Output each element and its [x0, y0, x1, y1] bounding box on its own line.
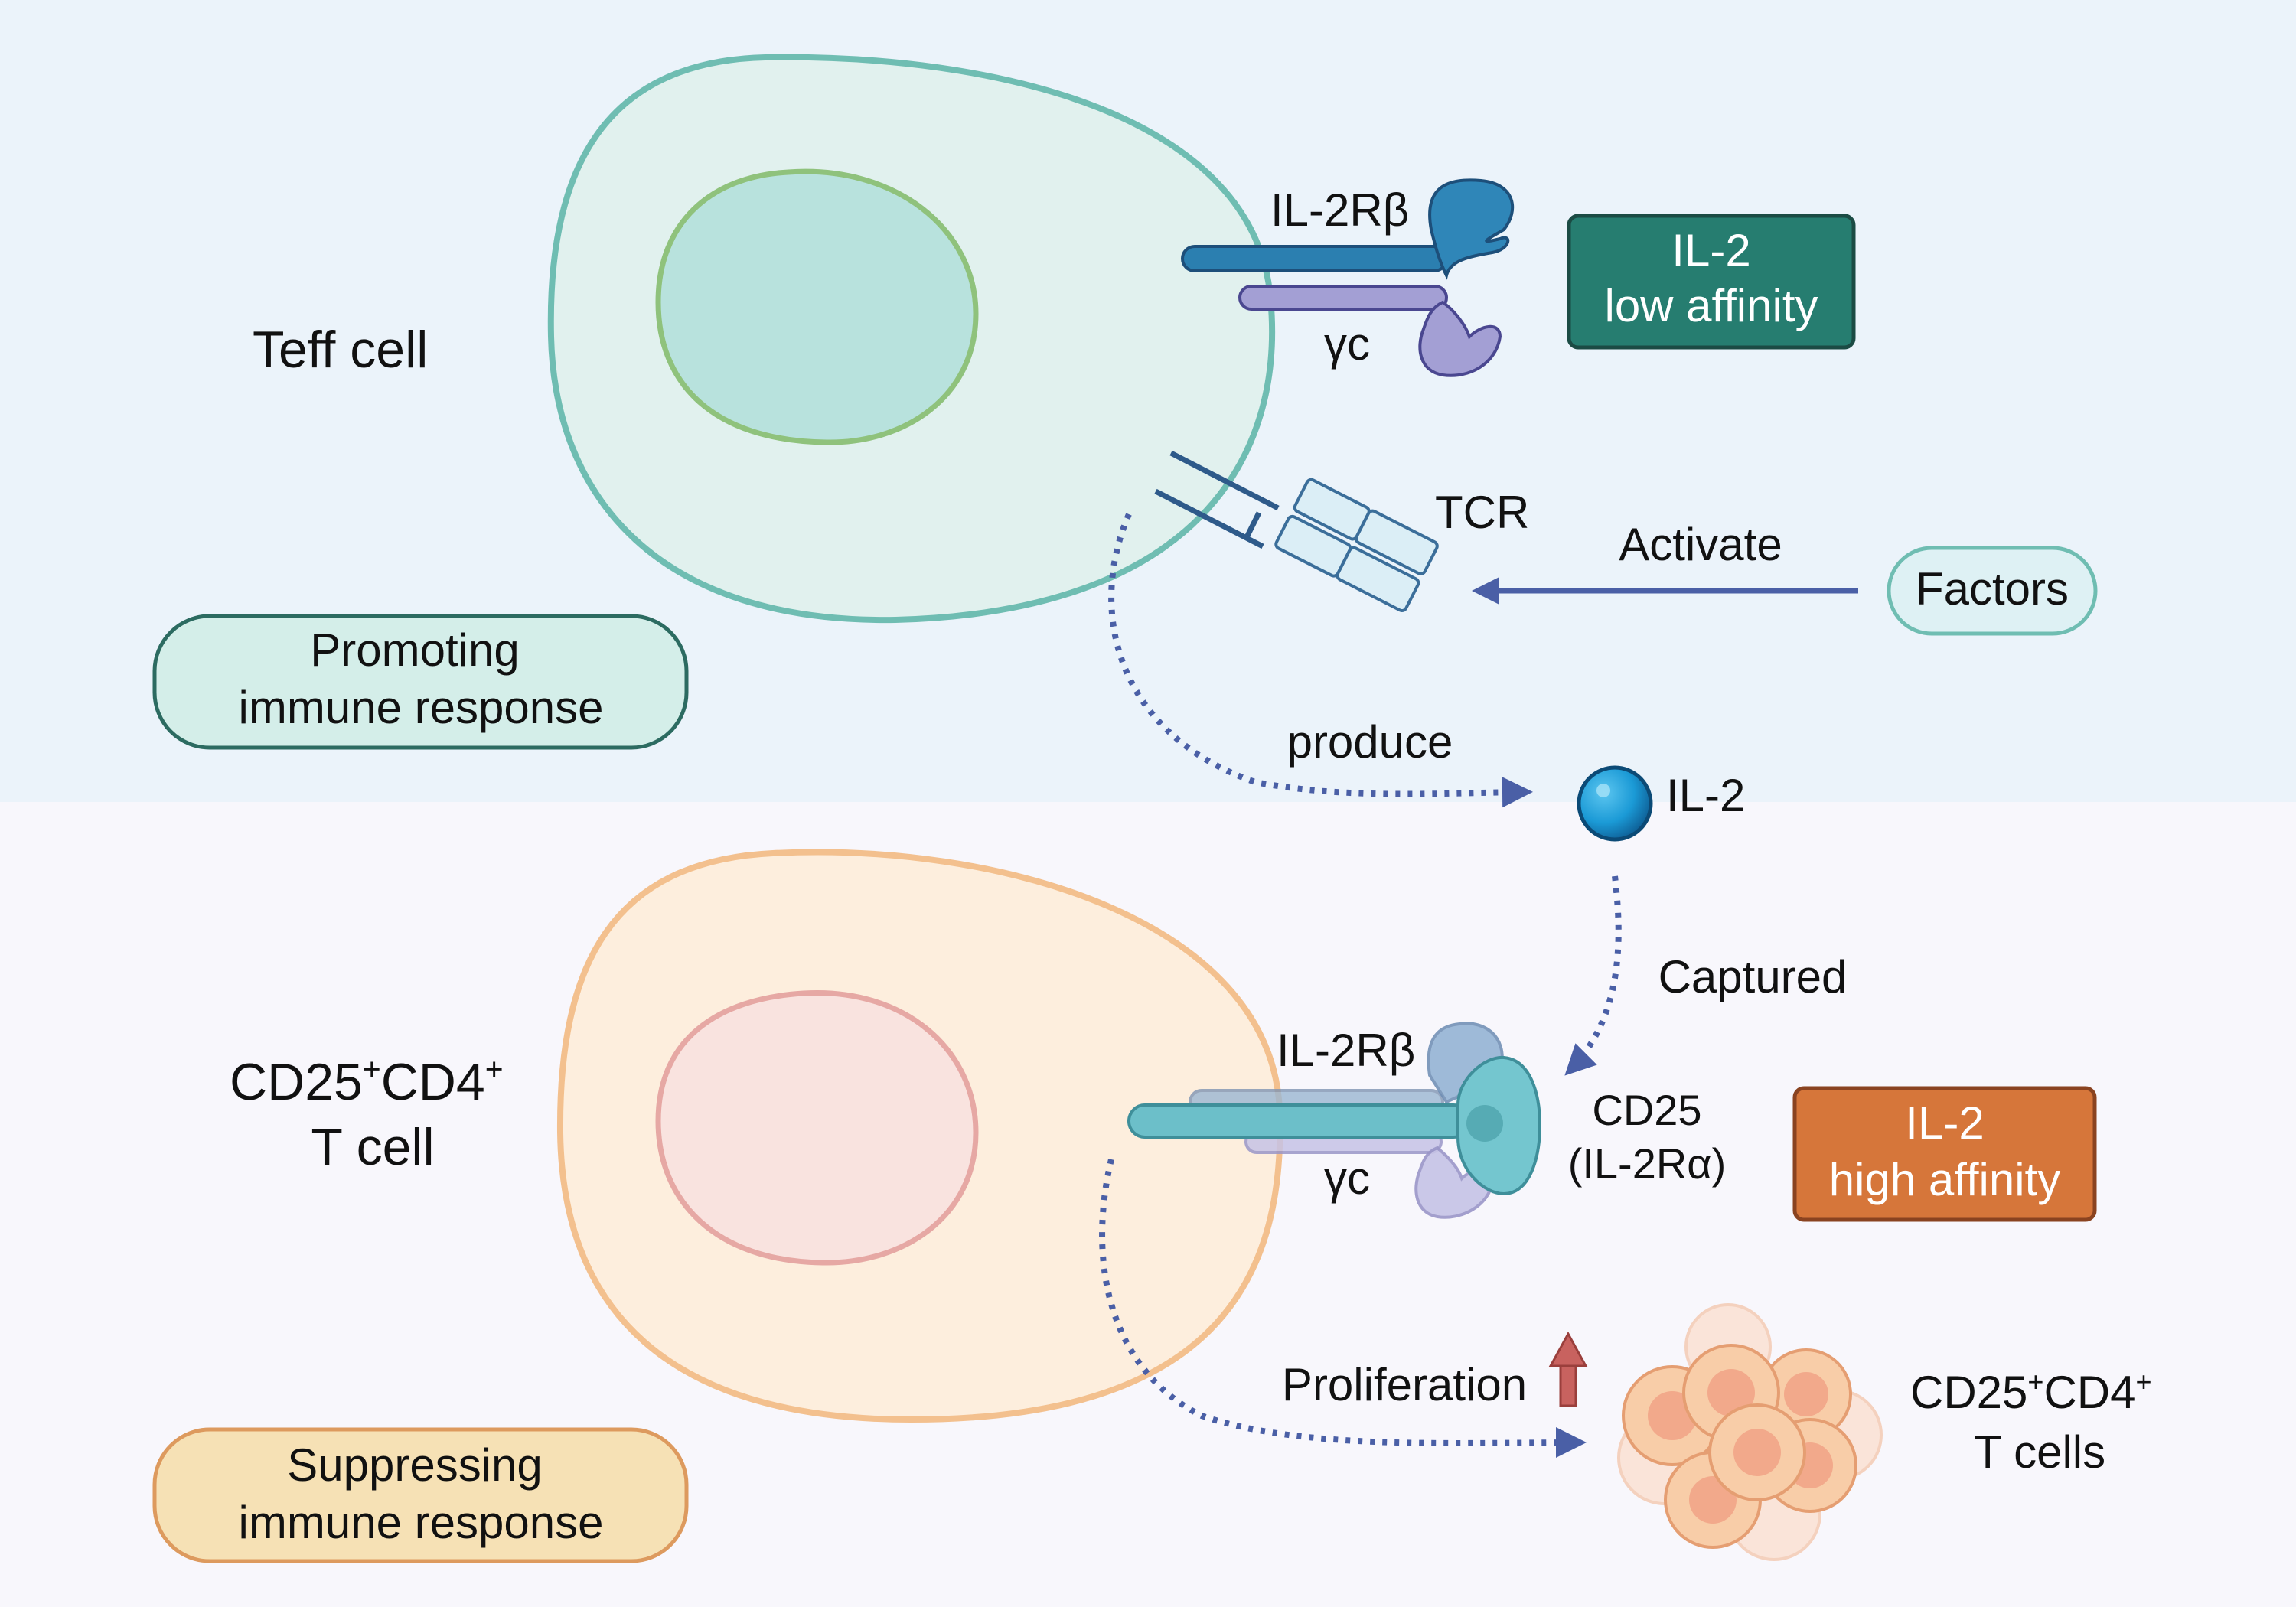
high-affinity-line1: IL-2: [1905, 1097, 1984, 1149]
promoting-line2: immune response: [239, 682, 604, 733]
treg-cell: [556, 849, 1283, 1423]
captured-label: Captured: [1658, 951, 1848, 1002]
tcr-receptor: [1154, 450, 1439, 613]
cluster-label-cd25: CD25: [1910, 1367, 2027, 1418]
treg-label-cd4: CD4: [381, 1053, 485, 1111]
top-il2rb-label: IL-2Rβ: [1270, 184, 1409, 236]
low-affinity-receptor: [1181, 178, 1515, 377]
proliferation-arrow: [1099, 1159, 1587, 1459]
gamma-c-head: [1418, 300, 1502, 377]
cluster-label-cd4: CD4: [2043, 1367, 2135, 1418]
treg-label-cd25: CD25: [230, 1053, 363, 1111]
produce-label: produce: [1287, 716, 1453, 768]
treg-label-sup1: +: [363, 1051, 381, 1087]
increase-arrow-icon: [1548, 1331, 1588, 1407]
factors-label: Factors: [1916, 563, 2069, 614]
bottom-gamma-c-label: γc: [1324, 1152, 1370, 1204]
bottom-il2rb-label: IL-2Rβ: [1277, 1025, 1415, 1076]
top-gamma-c-label: γc: [1324, 318, 1370, 370]
treg-nucleus: [655, 989, 979, 1266]
cluster-label-line1: CD25+CD4+: [1910, 1366, 2152, 1418]
high-affinity-receptor: [1127, 1022, 1542, 1219]
t-cell-cluster: [1617, 1303, 1883, 1561]
il2-high-affinity-box: IL-2 high affinity: [1792, 1086, 2097, 1222]
cd25-binding-site: [1466, 1105, 1503, 1142]
produce-arrow: [1108, 513, 1533, 808]
low-affinity-line2: low affinity: [1604, 280, 1818, 331]
cluster-label-line2: T cells: [1974, 1426, 2105, 1478]
suppressing-line2: immune response: [239, 1497, 604, 1548]
suppressing-response-pill: Suppressing immune response: [152, 1427, 689, 1563]
factors-pill: Factors: [1887, 546, 2098, 636]
il2-label: IL-2: [1666, 770, 1745, 821]
promoting-line1: Promoting: [310, 624, 519, 676]
cluster-label-sup1: +: [2027, 1366, 2043, 1397]
teff-cell: [547, 54, 1276, 624]
gamma-c-chain: [1238, 285, 1448, 311]
activate-label: Activate: [1619, 519, 1782, 570]
cd25-chain: [1127, 1103, 1471, 1139]
promoting-response-pill: Promoting immune response: [152, 614, 689, 750]
il2-low-affinity-box: IL-2 low affinity: [1567, 214, 1856, 350]
treg-cell-label-line1: CD25+CD4+: [230, 1051, 504, 1111]
tcr-label: TCR: [1435, 487, 1529, 538]
treg-label-sup2: +: [485, 1051, 504, 1087]
teff-cell-label: Teff cell: [253, 321, 428, 379]
captured-arrow: [1564, 875, 1622, 1076]
bottom-gamma-c-head: [1414, 1146, 1495, 1219]
cd25-label-line1: CD25: [1592, 1086, 1701, 1134]
treg-cell-label-line2: T cell: [311, 1118, 434, 1176]
proliferation-label: Proliferation: [1282, 1359, 1527, 1410]
low-affinity-line1: IL-2: [1671, 225, 1750, 276]
il2rb-chain: [1181, 245, 1448, 272]
cluster-label-sup2: +: [2135, 1366, 2151, 1397]
high-affinity-line2: high affinity: [1829, 1154, 2060, 1205]
il2-molecule: [1577, 765, 1653, 842]
suppressing-line1: Suppressing: [287, 1439, 543, 1491]
cd25-label-line2: (IL-2Rα): [1568, 1139, 1727, 1188]
teff-nucleus: [655, 168, 979, 445]
il2rb-head: [1428, 178, 1515, 280]
